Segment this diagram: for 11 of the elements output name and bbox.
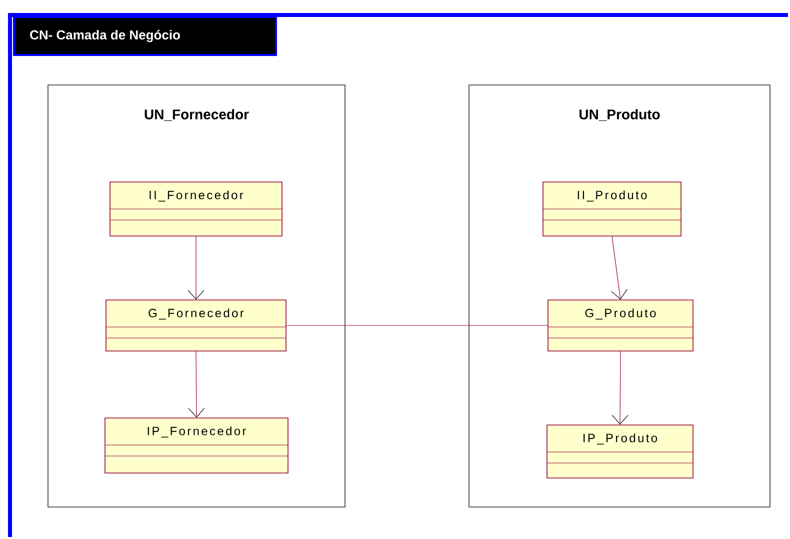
class-box: IP_Produto: [546, 424, 694, 478]
arrow: [188, 351, 205, 418]
arrow: [188, 236, 204, 300]
class-box: II_Produto: [542, 182, 682, 236]
arrow: [611, 236, 628, 300]
class-box: G_Fornecedor: [106, 300, 286, 352]
class-box: G_Produto: [548, 300, 694, 352]
arrow: [612, 351, 628, 425]
class-box: II_Fornecedor: [110, 182, 282, 236]
connector-line: [286, 325, 548, 326]
class-box: IP_Fornecedor: [104, 418, 288, 474]
